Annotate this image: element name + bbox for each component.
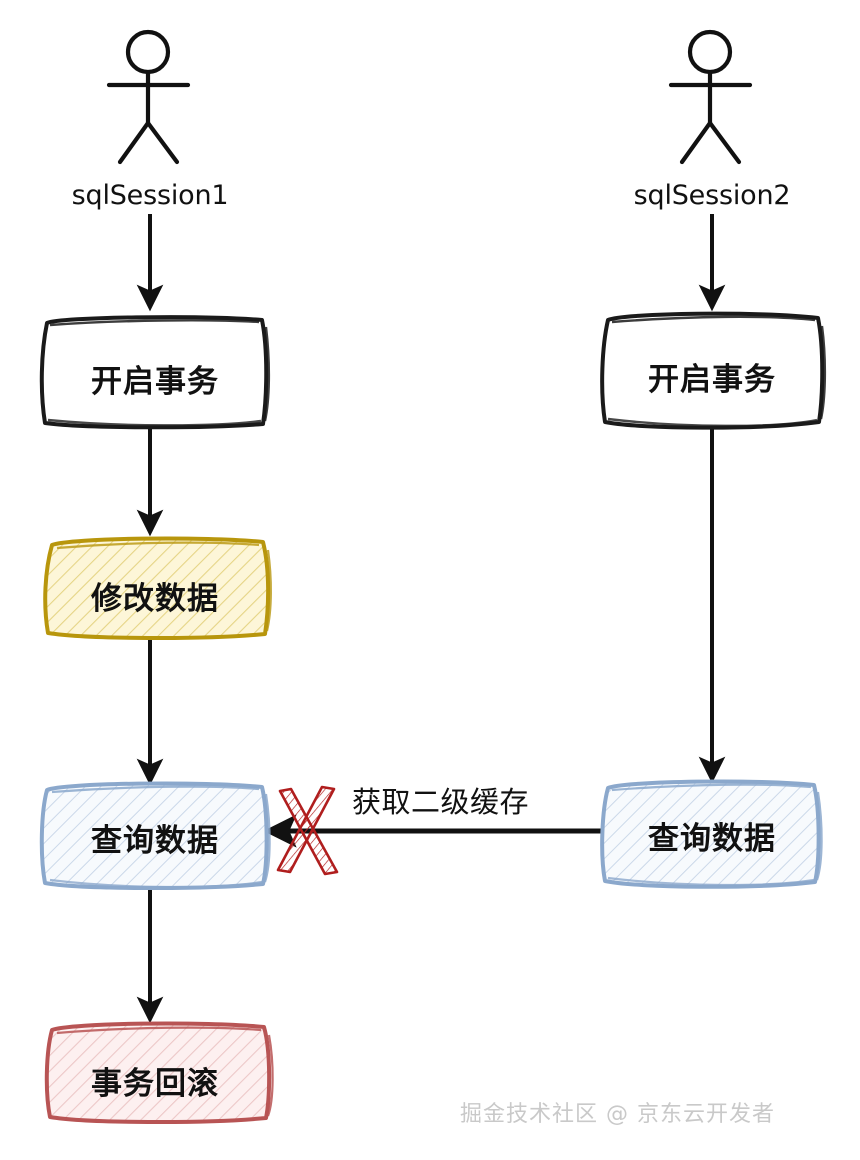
actor-left-figure	[106, 29, 191, 165]
node-left-modify-label: 修改数据	[91, 581, 219, 617]
edge-label-get-second-level-cache: 获取二级缓存	[352, 785, 530, 819]
node-right-begin	[600, 311, 827, 430]
actor-right-figure	[668, 29, 753, 165]
node-left-query	[39, 781, 271, 891]
watermark: 掘金技术社区 @ 京东云开发者	[460, 1102, 775, 1127]
node-left-rollback-label: 事务回滚	[91, 1066, 219, 1102]
node-left-rollback	[44, 1021, 274, 1125]
node-left-query-label: 查询数据	[91, 823, 219, 859]
actor-right-label: sqlSession2	[633, 180, 791, 211]
node-right-begin-label: 开启事务	[648, 362, 776, 398]
node-right-query-label: 查询数据	[648, 821, 776, 857]
node-right-query	[600, 779, 823, 889]
node-left-modify	[43, 536, 272, 641]
blocked-x-icon	[276, 785, 339, 876]
node-left-begin-label: 开启事务	[91, 364, 219, 400]
node-left-begin	[39, 315, 271, 430]
actor-left-label: sqlSession1	[71, 180, 229, 211]
